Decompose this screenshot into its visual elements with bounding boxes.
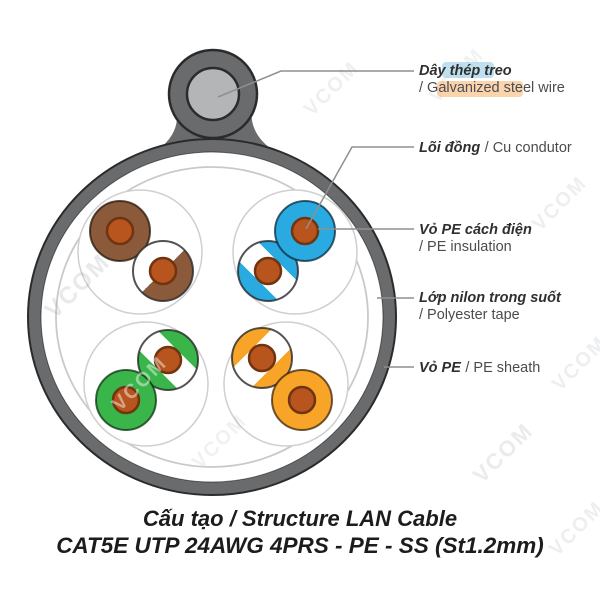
leader-line-steel-wire <box>217 70 414 98</box>
copper-core-icon <box>105 216 135 246</box>
copper-core-icon <box>111 385 141 415</box>
callout-label-vi: Vỏ PE cách điện <box>419 222 532 238</box>
callout-label-en: / Cu condutor <box>484 140 572 156</box>
copper-core-icon <box>153 345 183 375</box>
callout-label-en: / Polyester tape <box>419 307 520 323</box>
callout-label-vi: Dây thép treo <box>419 63 512 79</box>
callout-pe-sheath: Vỏ PE / PE sheath <box>419 359 540 377</box>
leader-line-cu-conductor <box>305 146 414 230</box>
copper-core-icon <box>287 385 317 415</box>
callout-label-en: / PE sheath <box>465 360 541 376</box>
highlight-mark <box>442 62 494 78</box>
diagram-title-line1: Cấu tạo / Structure LAN Cable <box>142 506 458 531</box>
highlight-mark <box>437 81 523 97</box>
callout-polyester-tape: Lớp nilon trong suốt / Polyester tape <box>419 289 561 324</box>
green-pair <box>95 329 199 431</box>
callout-cu-conductor: Lõi đồng / Cu condutor <box>419 139 572 157</box>
callout-pe-insulation: Vỏ PE cách điện / PE insulation <box>419 221 532 256</box>
galvanized-steel-core <box>185 66 241 122</box>
copper-core-icon <box>253 256 283 286</box>
callout-label-vi: Lõi đồng <box>419 140 481 156</box>
callout-steel-wire: Dây thép treo / Galvanized steel wire <box>419 62 565 97</box>
callout-label-vi: Lớp nilon trong suốt <box>419 290 561 306</box>
blue-pair <box>237 200 336 302</box>
polyester-tape-circle <box>55 166 369 468</box>
copper-core-icon <box>290 216 320 246</box>
callout-label-en: / PE insulation <box>419 239 512 255</box>
copper-core-icon <box>247 343 277 373</box>
leader-lines <box>217 70 414 368</box>
callout-label-en: / Galvanized steel wire <box>419 80 565 96</box>
brown-pair <box>89 200 194 302</box>
diagram-title-line2: CAT5E UTP 24AWG 4PRS - PE - SS (St1.2mm) <box>56 533 544 558</box>
copper-core-icon <box>148 256 178 286</box>
callout-label-vi: Vỏ PE <box>419 360 461 376</box>
orange-pair <box>231 327 333 431</box>
